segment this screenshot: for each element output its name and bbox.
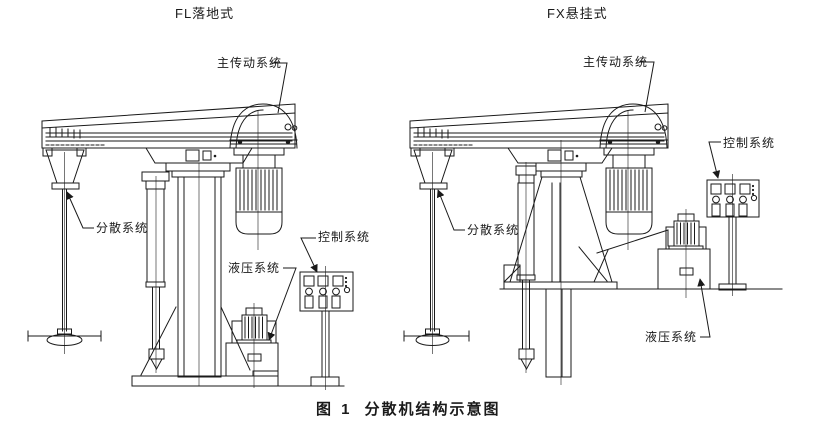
fx-type-title: FX悬挂式: [547, 6, 608, 21]
fl-hydraulic-leader: [267, 267, 297, 341]
fl-dispersion-leader: [66, 191, 94, 229]
fl-label-main-drive: 主传动系统: [217, 56, 283, 70]
fx-control-panel: [706, 174, 760, 296]
fx-label-control: 控制系统: [723, 136, 776, 150]
fl-main-drive-motor: [229, 103, 298, 250]
fl-dispersion-shaft: [27, 149, 102, 354]
figure-caption-number: 图 1: [316, 401, 353, 418]
fx-label-hydraulic: 液压系统: [645, 330, 698, 344]
fx-main-drive-leader: [639, 61, 655, 113]
fx-hydraulic-unit: [657, 209, 711, 298]
fl-type-title: FL落地式: [175, 6, 235, 21]
fl-label-control: 控制系统: [318, 230, 371, 244]
fl-label-hydraulic: 液压系统: [228, 261, 281, 275]
fl-control-leader: [300, 237, 318, 273]
fl-label-dispersion: 分散系统: [96, 221, 149, 235]
fl-base-plate: [131, 370, 345, 387]
figure-caption: 图 1 分散机结构示意图: [316, 398, 501, 419]
fl-main-drive-leader: [272, 62, 288, 114]
fx-label-main-drive: 主传动系统: [583, 55, 649, 69]
fl-machine-drawing: [27, 103, 354, 390]
fx-dispersion-leader: [436, 189, 465, 231]
fx-machine-drawing: [403, 103, 783, 385]
fx-main-drive-motor: [596, 103, 669, 254]
figure-caption-title: 分散机结构示意图: [364, 401, 501, 418]
leader-lines: [66, 61, 721, 341]
fx-label-dispersion: 分散系统: [467, 223, 520, 237]
fx-lift-cylinder: [503, 162, 537, 373]
fx-pedestal: [499, 140, 783, 385]
fx-beam: [409, 103, 669, 157]
fl-lift-cylinder: [141, 171, 170, 373]
fl-hydraulic-unit: [225, 303, 279, 388]
fx-hydraulic-leader: [697, 278, 711, 338]
fx-control-leader: [708, 141, 721, 179]
fl-control-panel: [299, 266, 354, 390]
fx-dispersion-shaft: [403, 149, 470, 354]
